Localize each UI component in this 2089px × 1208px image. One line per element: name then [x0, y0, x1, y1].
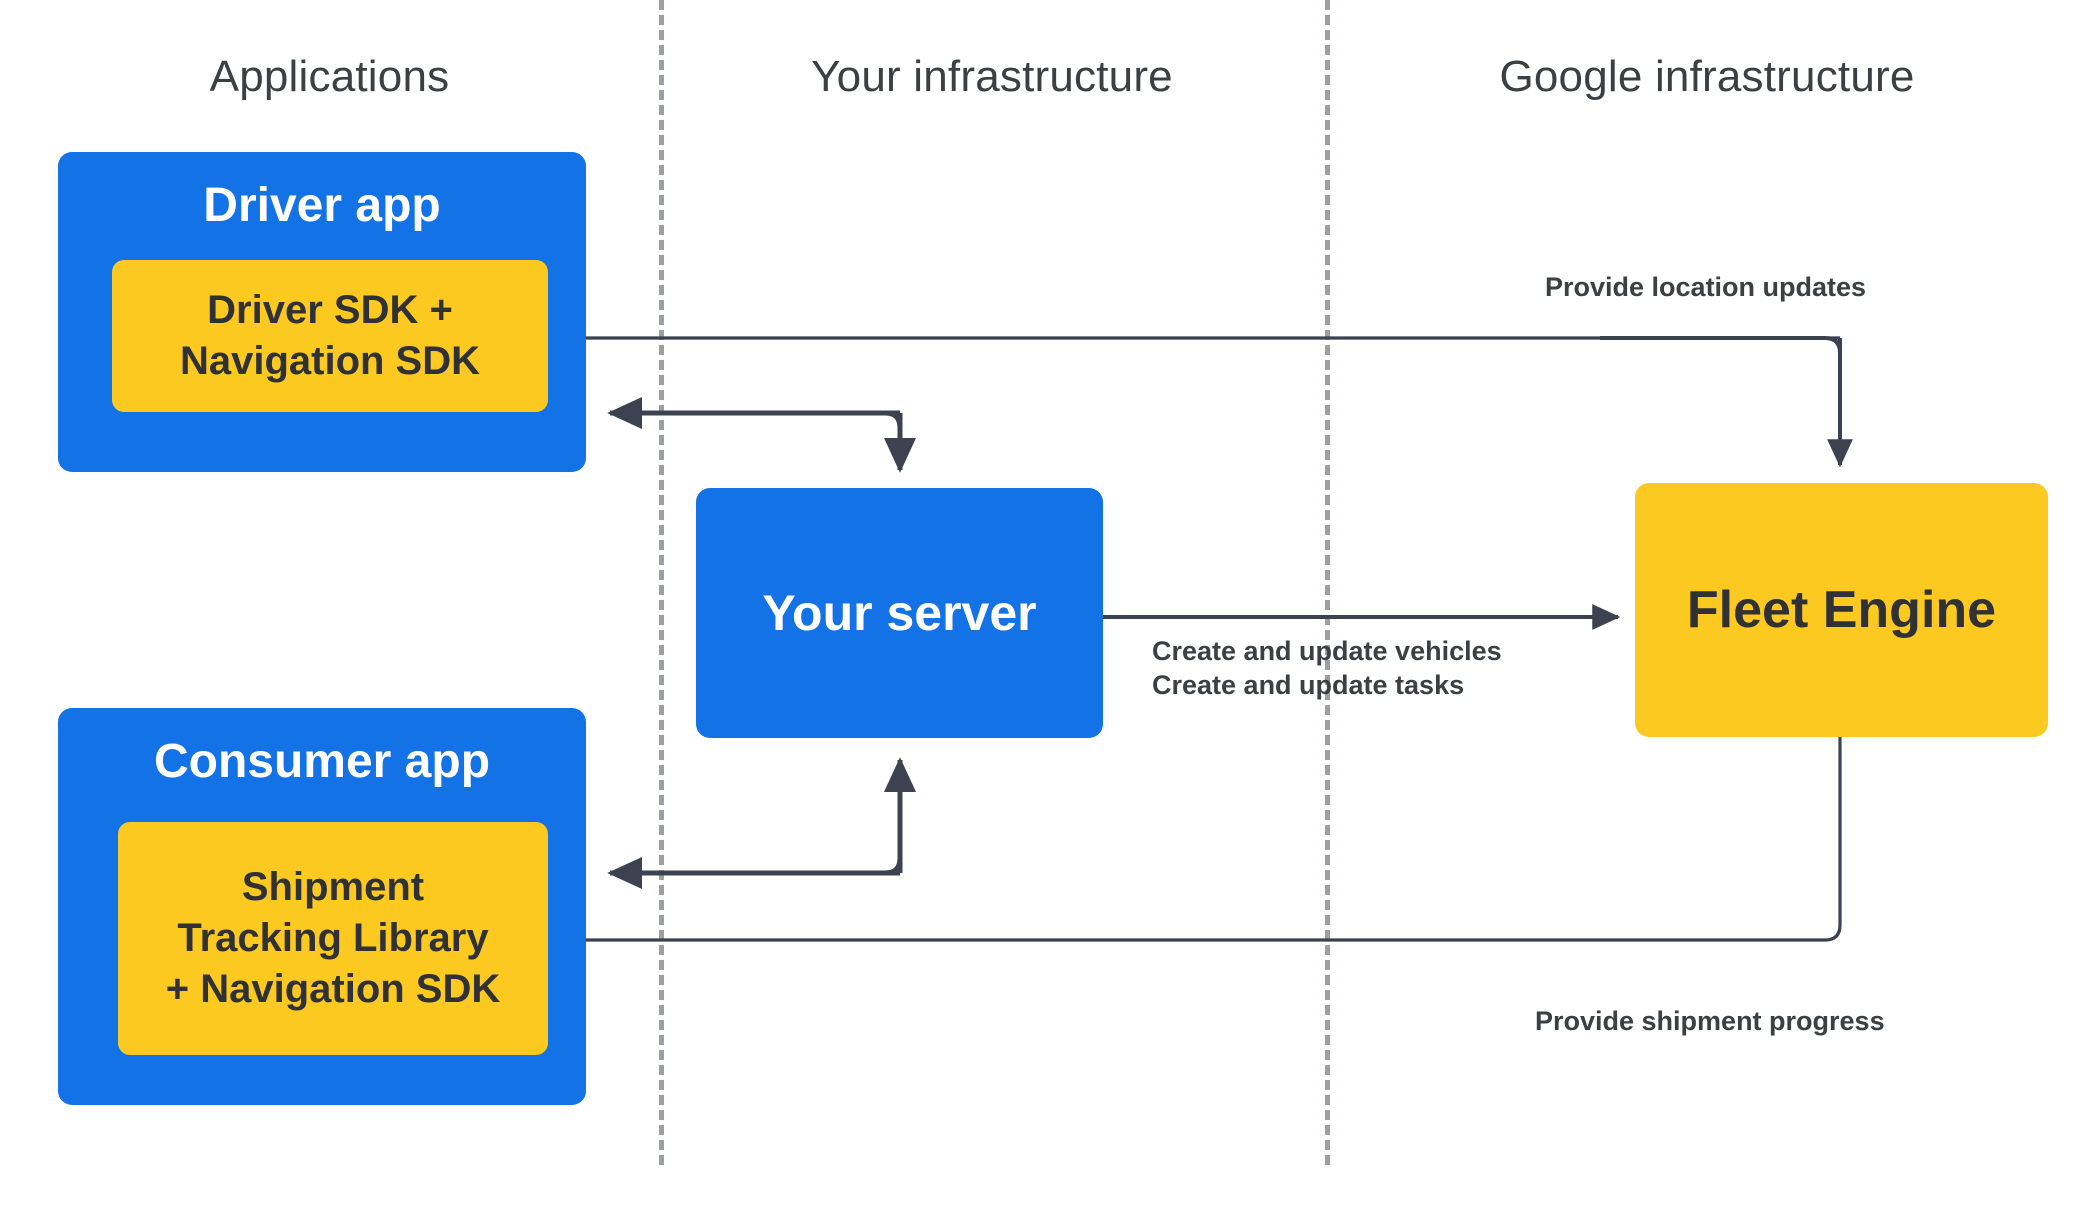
edge-label-create-and-update-vehicles: Create and update vehicles	[1152, 636, 1502, 666]
column-heading-applications: Applications	[209, 52, 450, 101]
consumer-sdk-line-2: Tracking Library	[177, 915, 489, 960]
edge-label-create-and-update: Create and update vehicles Create and up…	[1152, 634, 1502, 702]
consumer-sdk-line-3: + Navigation SDK	[165, 967, 501, 1012]
edge-label-provide-location-updates: Provide location updates	[1545, 272, 1867, 302]
fleet-engine-label: Fleet Engine	[1686, 581, 1997, 639]
your-server-label: Your server	[762, 585, 1037, 641]
node-consumer-app[interactable]: Consumer app Shipment Tracking Library +…	[58, 708, 586, 1105]
edge-label-create-and-update-tasks: Create and update tasks	[1152, 670, 1465, 701]
driver-app-title: Driver app	[203, 179, 441, 232]
column-divider-applications-infrastructure	[659, 0, 664, 1165]
edge-fleet-to-consumer	[563, 737, 1842, 951]
node-driver-app[interactable]: Driver app Driver SDK + Navigation SDK	[58, 152, 586, 472]
consumer-sdk-line-1: Shipment	[241, 864, 425, 909]
edge-corner-fleet-top	[1600, 336, 1842, 450]
edge-corner-driver-server	[640, 410, 903, 455]
node-shipment-tracking-library[interactable]: Shipment Tracking Library + Navigation S…	[118, 822, 548, 1055]
edge-corner-consumer-server	[640, 785, 903, 876]
node-your-server[interactable]: Your server	[696, 488, 1103, 738]
node-fleet-engine[interactable]: Fleet Engine	[1635, 483, 2048, 737]
consumer-app-title: Consumer app	[153, 735, 491, 788]
driver-sdk-line-2: Navigation SDK	[179, 339, 481, 383]
edge-label-provide-shipment-progress: Provide shipment progress	[1535, 1006, 1885, 1036]
column-heading-google-infrastructure: Google infrastructure	[1499, 52, 1915, 101]
column-divider-infrastructure-google	[1325, 0, 1330, 1165]
column-heading-your-infrastructure: Your infrastructure	[811, 52, 1173, 101]
node-driver-sdk[interactable]: Driver SDK + Navigation SDK	[112, 260, 548, 412]
driver-sdk-line-1: Driver SDK +	[207, 287, 453, 332]
